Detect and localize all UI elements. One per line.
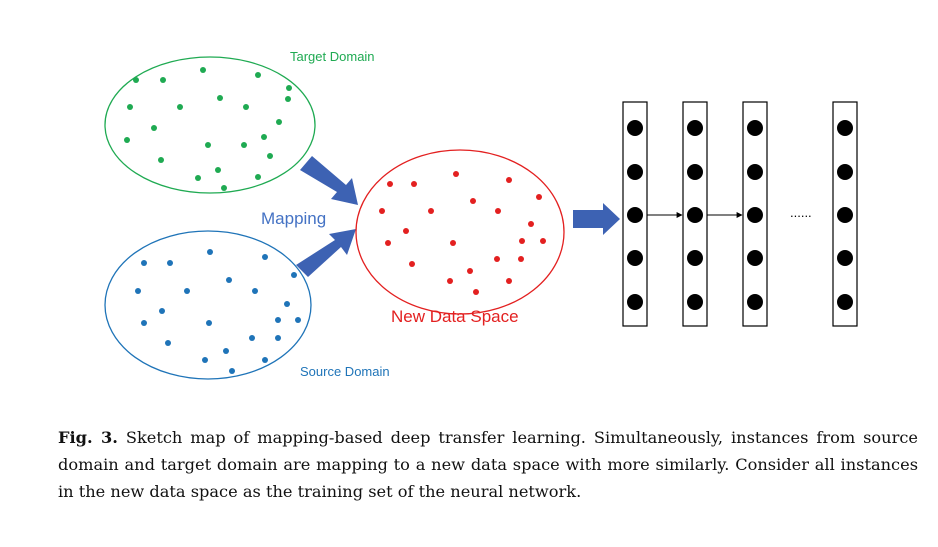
target-domain-label: Target Domain xyxy=(290,49,375,64)
caption-label: Fig. 3. xyxy=(58,428,118,447)
transfer-learning-diagram: Target Domain Source Domain Mapping New … xyxy=(104,49,858,380)
mapping-arrow-upper xyxy=(300,156,358,205)
mapping-label: Mapping xyxy=(261,209,326,228)
new-data-space-ellipse xyxy=(355,149,565,315)
source-domain-ellipse xyxy=(104,230,312,380)
figure-caption: Fig. 3. Sketch map of mapping-based deep… xyxy=(58,424,918,505)
network-nodes xyxy=(627,120,853,310)
caption-text: Sketch map of mapping-based deep transfe… xyxy=(58,428,918,501)
ellipsis-label: ...... xyxy=(790,205,812,220)
target-domain-points xyxy=(124,67,292,191)
neural-network: ...... xyxy=(622,101,858,327)
target-domain-ellipse xyxy=(104,56,316,194)
new-data-space-points xyxy=(379,171,546,295)
source-domain-label: Source Domain xyxy=(300,364,390,379)
new-data-space-label: New Data Space xyxy=(391,307,519,326)
mapping-arrow-lower xyxy=(296,229,356,277)
source-domain-points xyxy=(135,249,301,374)
input-arrow xyxy=(573,203,620,235)
